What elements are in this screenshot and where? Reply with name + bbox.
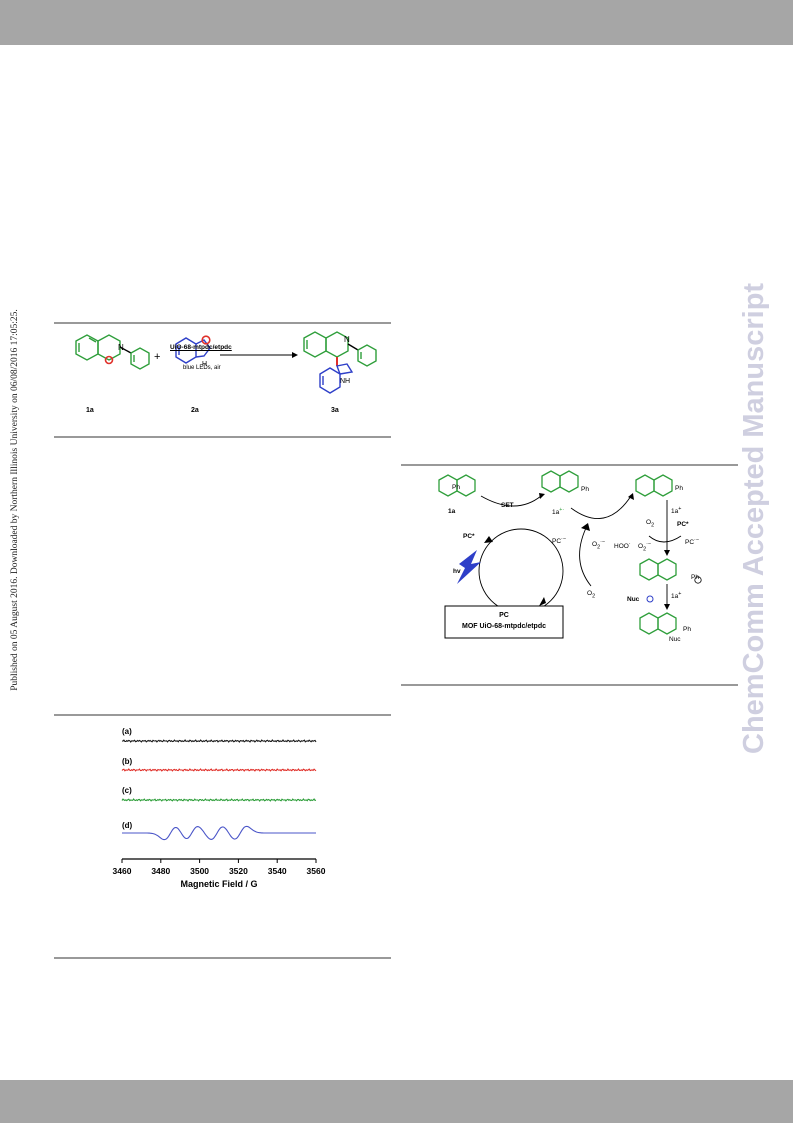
series-line-3 [122, 825, 316, 841]
pc-box [444, 605, 564, 639]
scheme-top-rule [54, 322, 391, 324]
plus-sign: + [154, 351, 160, 363]
o2-right-sub: 2 [651, 522, 655, 529]
nuc-minus-label: Nuc [627, 596, 640, 603]
series-label-1: (b) [122, 757, 133, 766]
pc-box-line1: PC [499, 612, 509, 619]
pc-box-line2: MOF UiO-68-mtpdc/etpdc [461, 623, 546, 630]
header-band [0, 0, 793, 45]
product-nh: NH [340, 378, 350, 385]
label-1a: 1a [86, 407, 94, 414]
o2-right: O [646, 519, 652, 526]
iminium-charge-icon [694, 576, 702, 584]
scheme-bottom-rule [54, 436, 391, 438]
conditions-label: blue LEDs, air [183, 365, 221, 371]
mechanism-scheme [438, 470, 702, 639]
reaction-scheme: N + H N NH [75, 331, 377, 394]
series-line-2 [121, 798, 317, 802]
product-n-atom: N [344, 335, 350, 344]
x-tick-label-0: 3460 [113, 866, 132, 876]
pc-star-right: PC* [677, 521, 689, 528]
hoo-sup: · [628, 541, 631, 547]
hv-label: hv [453, 568, 461, 575]
superoxide-right-sup: ·− [646, 541, 652, 547]
set-label: SET [501, 502, 514, 509]
series-line-1 [121, 768, 317, 772]
pc-anion-right-sup: ·− [694, 537, 699, 543]
one-a-plus-1-sup: + [678, 506, 682, 512]
catalyst-label: UiO-68-mtpdc/etpdc [170, 344, 232, 351]
scheme-n-atom: N [118, 343, 124, 352]
mech-ph-4: Ph [691, 574, 699, 581]
o2-left: O [587, 590, 593, 597]
footer-band [0, 1080, 793, 1123]
series-label-3: (d) [122, 821, 133, 830]
radical-cation-label: 1a [552, 509, 560, 517]
mech-ph-2: Ph [581, 486, 589, 493]
compound-1a-structure [75, 334, 150, 370]
light-bolt-icon [457, 550, 481, 584]
radical-cation-sup: +· [559, 507, 565, 513]
mechanism-bottom-rule [401, 684, 738, 686]
watermark-text: ChemComm Accepted Manuscript [738, 282, 770, 754]
chart-top-rule [54, 714, 391, 716]
x-tick-label-5: 3560 [307, 866, 326, 876]
mech-1a-label: 1a [448, 508, 456, 515]
mech-ph-1: Ph [452, 484, 460, 491]
one-a-plus-2-sup: + [678, 591, 682, 597]
compound-2a-structure [175, 335, 211, 364]
indole-nh: H [202, 361, 207, 368]
publication-note: Published on 05 August 2016. Downloaded … [10, 309, 20, 691]
chart-bottom-rule [54, 957, 391, 959]
superoxide-right: O [638, 543, 644, 551]
nuc-label: Nuc [669, 636, 681, 643]
superoxide-left-sub: 2 [597, 544, 601, 551]
label-3a: 3a [331, 407, 339, 414]
series-label-2: (c) [122, 786, 132, 795]
label-2a: 2a [191, 407, 199, 414]
superoxide-left: O [592, 541, 598, 549]
hoo-label: HOO [614, 543, 629, 551]
mech-ph-5: Ph [683, 626, 691, 633]
series-label-0: (a) [122, 727, 132, 736]
x-tick-label-2: 3500 [190, 866, 209, 876]
mech-ph-3: Ph [675, 485, 683, 492]
one-a-plus-2: 1a [671, 593, 679, 601]
one-a-plus-1: 1a [671, 508, 679, 516]
superoxide-right-sub: 2 [643, 546, 647, 553]
o2-left-sub: 2 [592, 593, 596, 600]
mechanism-top-rule [401, 464, 738, 466]
pc-star-left: PC* [463, 533, 475, 540]
nuc-charge-icon [646, 595, 654, 603]
x-axis-label: Magnetic Field / G [180, 879, 257, 889]
compound-3a-structure [303, 331, 377, 394]
x-tick-label-3: 3520 [229, 866, 248, 876]
x-tick-label-4: 3540 [268, 866, 287, 876]
pc-anion-sup: ·− [561, 536, 566, 542]
pc-anion-right: PC [685, 539, 695, 547]
x-tick-label-1: 3480 [151, 866, 170, 876]
series-line-0 [121, 739, 317, 743]
superoxide-left-sup: ·− [600, 539, 606, 545]
pc-anion-label: PC [552, 538, 562, 546]
